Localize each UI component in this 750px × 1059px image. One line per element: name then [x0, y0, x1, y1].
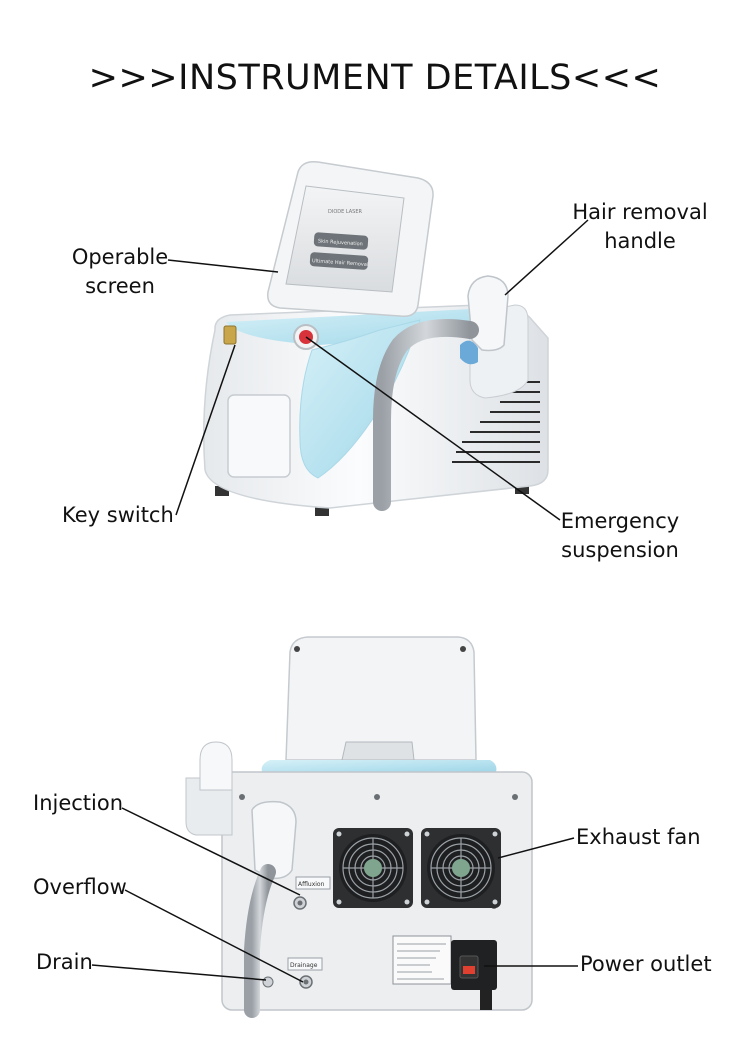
- overflow-tag: [295, 876, 331, 890]
- front-leader-lines: [167, 219, 589, 521]
- key-switch-label: Key switch: [62, 503, 174, 527]
- drain-port-center: [303, 979, 309, 985]
- drain-port-2: [262, 976, 274, 988]
- back-hanging-handle: [251, 800, 297, 880]
- exhaust-fan-right: [421, 828, 501, 908]
- screen-button-1[interactable]: [313, 232, 369, 250]
- emergency-suspension-label-line-1: Emergency: [560, 509, 680, 533]
- key-switch[interactable]: [223, 325, 237, 345]
- back-handle-holder: [185, 777, 233, 836]
- hair-removal-handle: [467, 275, 509, 352]
- back-panel-screws: [239, 794, 518, 909]
- front-foot-right: [515, 484, 529, 494]
- emergency-suspension-label: Emergency suspension: [555, 507, 685, 565]
- back-screen: [285, 636, 477, 761]
- exhaust-fan-left: [333, 828, 413, 908]
- front-door: [227, 394, 291, 478]
- overflow-port-center: [297, 900, 303, 906]
- power-outlet-label: Power outlet: [580, 952, 712, 976]
- front-hose: [373, 318, 479, 511]
- screen-button-1-label: Skin Rejuvenation: [318, 238, 363, 247]
- overflow-tag-text: Affluxion: [298, 881, 325, 888]
- drain-label: Drain: [36, 950, 93, 974]
- front-device: DIODE LASER Skin Rejuvenation Ultimate H…: [203, 160, 549, 516]
- drain-tag: [287, 957, 323, 971]
- back-top-band: [261, 760, 497, 772]
- hair-removal-handle-label-line-2: handle: [604, 229, 676, 253]
- page-title: >>>INSTRUMENT DETAILS<<<: [88, 58, 662, 98]
- hair-removal-handle-label: Hair removal handle: [560, 198, 720, 256]
- exhaust-fan-label: Exhaust fan: [576, 825, 701, 849]
- hair-removal-handle-label-line-1: Hair removal: [572, 200, 708, 224]
- front-foot-left: [215, 486, 229, 496]
- operable-screen-label: Operable screen: [60, 243, 180, 301]
- back-screen-screw-right: [460, 646, 466, 652]
- nameplate-lines: [397, 943, 446, 980]
- operable-screen-label-line-2: screen: [85, 274, 155, 298]
- back-leader-lines: [91, 807, 578, 983]
- screen-heading: DIODE LASER: [328, 209, 363, 215]
- front-foot-middle: [315, 506, 329, 516]
- screen-button-2-label: Ultimate Hair Removal: [312, 258, 369, 268]
- operable-screen-label-line-1: Operable: [71, 245, 169, 269]
- front-vents: [452, 381, 540, 463]
- emergency-suspension-label-line-2: suspension: [561, 538, 679, 562]
- back-screen-screw-left: [294, 646, 300, 652]
- back-screen-stand: [341, 741, 415, 761]
- injection-label: Injection: [33, 791, 124, 815]
- screen-button-2[interactable]: [309, 252, 369, 270]
- power-switch-indicator: [463, 966, 475, 974]
- back-device: Affluxion Drainage: [185, 636, 533, 1018]
- handle-holder-light: [460, 340, 478, 365]
- nameplate: [392, 935, 452, 985]
- back-handpiece: [199, 741, 233, 791]
- overflow-label: Overflow: [33, 875, 127, 899]
- power-cable: [480, 990, 492, 1010]
- drain-tag-text: Drainage: [290, 962, 318, 969]
